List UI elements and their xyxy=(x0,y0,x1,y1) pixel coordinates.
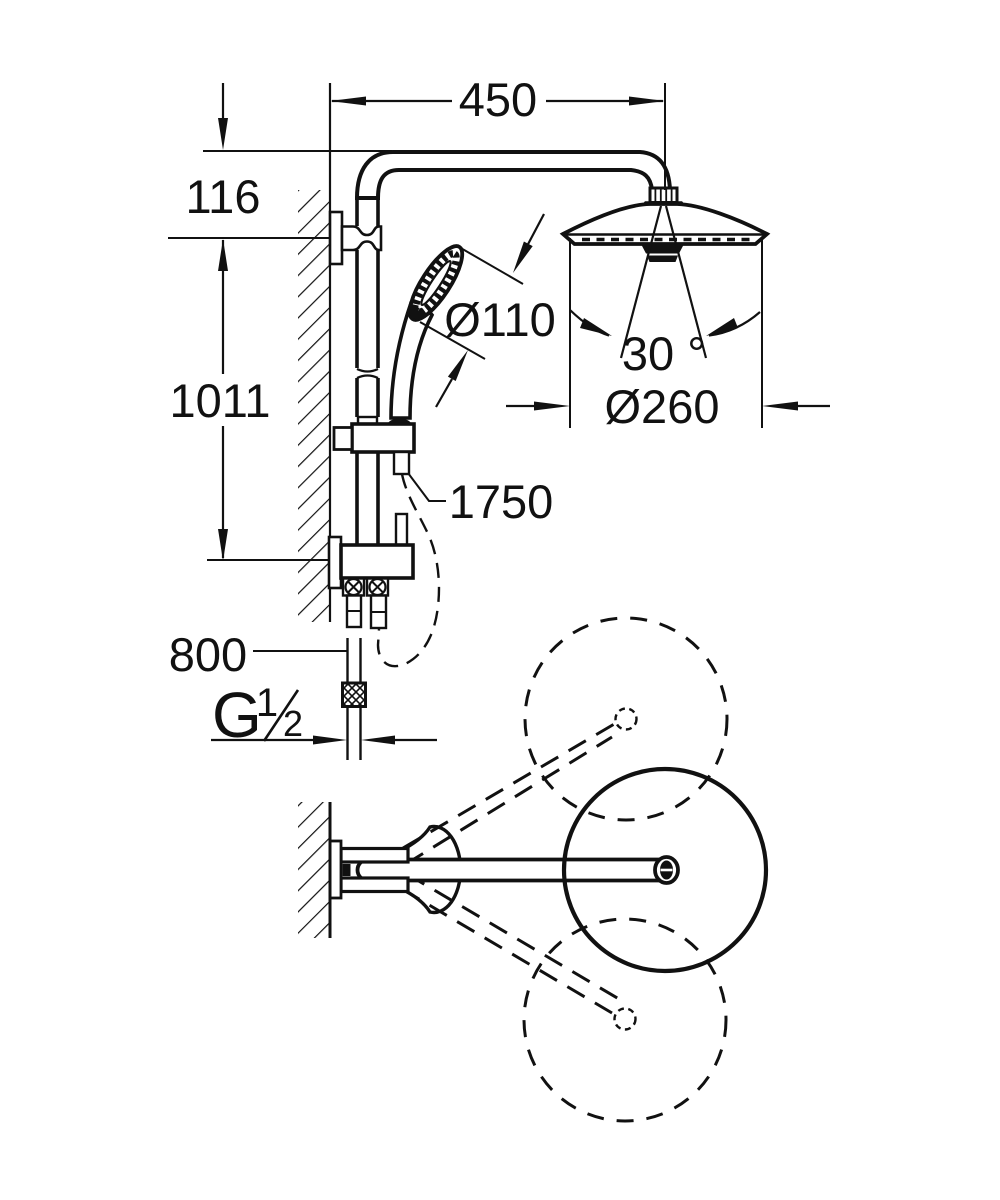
head-shower-hub-upper xyxy=(641,244,684,254)
hose-length-leader xyxy=(407,472,446,502)
union-nuts xyxy=(341,577,390,597)
mount-bar-lower xyxy=(339,876,410,894)
head-shower-top-view-circle xyxy=(561,766,769,974)
dim-110-shaft-upper xyxy=(525,213,545,249)
top-view xyxy=(298,616,769,1123)
diverter-pin xyxy=(394,512,409,548)
spray-cone-left-line xyxy=(619,205,663,359)
head-shower-hub-lower xyxy=(647,255,678,262)
dim-450-arrowhead-left xyxy=(330,96,366,106)
head-shower-knurled-nut xyxy=(648,186,679,204)
thread-denominator-label: 2 xyxy=(283,703,303,744)
hand-shower-inlet-shadow xyxy=(409,303,428,320)
thread-letter-label: G xyxy=(212,679,262,751)
thread-arrowhead-right xyxy=(361,735,395,745)
wall-bracket-plate xyxy=(328,210,344,266)
head-shower-dome xyxy=(559,202,771,246)
swivel-arm-end-upper xyxy=(614,707,638,731)
dim-hand-diameter-label: Ø110 xyxy=(444,293,556,346)
dim-450-arrowhead-right xyxy=(629,96,665,106)
dim-hose-length-label: 1750 xyxy=(449,475,554,528)
side-view xyxy=(168,83,830,760)
connection-tails xyxy=(345,594,388,630)
swivel-arm-end-lower xyxy=(613,1007,637,1031)
wall-hatch-upper xyxy=(298,190,330,622)
wall-hatch-lower xyxy=(298,802,330,938)
dimension-labels: 450 116 1011 Ø110 30 ° Ø260 1750 800 G 1… xyxy=(169,73,720,751)
dim-260-arrowhead-left xyxy=(534,401,570,411)
swivel-position-upper-circle xyxy=(523,616,729,822)
dim-116-label: 116 xyxy=(186,170,261,223)
hand-shower-handle xyxy=(389,300,435,420)
dim-110-arrowhead-lower xyxy=(447,350,468,381)
nut-knurl-lines xyxy=(654,189,673,202)
dim-110-shaft-lower xyxy=(435,378,453,408)
shower-rail xyxy=(355,196,380,545)
mount-wall-plate xyxy=(328,839,343,900)
slider-body xyxy=(350,422,416,454)
dim-inlet-height-label: 800 xyxy=(169,628,247,681)
dim-110-arrowhead-upper xyxy=(513,241,533,273)
slider-lock-knob xyxy=(332,426,354,451)
dim-110-ext-upper xyxy=(458,246,524,285)
angle-arrowhead-left xyxy=(580,318,612,336)
thread-fraction-slash xyxy=(262,689,300,742)
dim-1011-arrowhead-bottom xyxy=(218,529,228,561)
supply-knurled-coupling xyxy=(341,681,367,708)
mount-bar-upper xyxy=(339,846,410,864)
dim-1011-label: 1011 xyxy=(169,374,270,427)
rail-joint-upper-curve xyxy=(356,367,379,373)
rail-joint-lower-curve xyxy=(356,374,379,380)
bottom-bracket-body xyxy=(339,543,415,580)
thread-arrowhead-left xyxy=(313,735,347,745)
dim-1011-arrowhead-top xyxy=(218,239,228,271)
dim-116-arrowhead xyxy=(218,118,228,150)
thread-numerator-label: 1 xyxy=(256,681,278,725)
supply-pipe xyxy=(341,638,367,760)
wall-bracket-clamp xyxy=(340,225,383,252)
mount-screw-block xyxy=(342,864,351,876)
shower-arm-pipe xyxy=(354,150,673,200)
hose-nipple xyxy=(392,450,411,476)
dim-110-ext-lower xyxy=(419,321,486,360)
dim-450-label: 450 xyxy=(459,73,537,126)
dim-head-diameter-label: Ø260 xyxy=(605,380,720,433)
spray-cone-right-line xyxy=(664,205,708,359)
dim-260-arrowhead-right xyxy=(762,401,798,411)
swivel-position-lower-circle xyxy=(522,917,728,1123)
dim-spray-angle-label: 30 ° xyxy=(622,327,706,380)
shower-hose xyxy=(376,473,441,668)
angle-arrowhead-right xyxy=(706,318,738,336)
